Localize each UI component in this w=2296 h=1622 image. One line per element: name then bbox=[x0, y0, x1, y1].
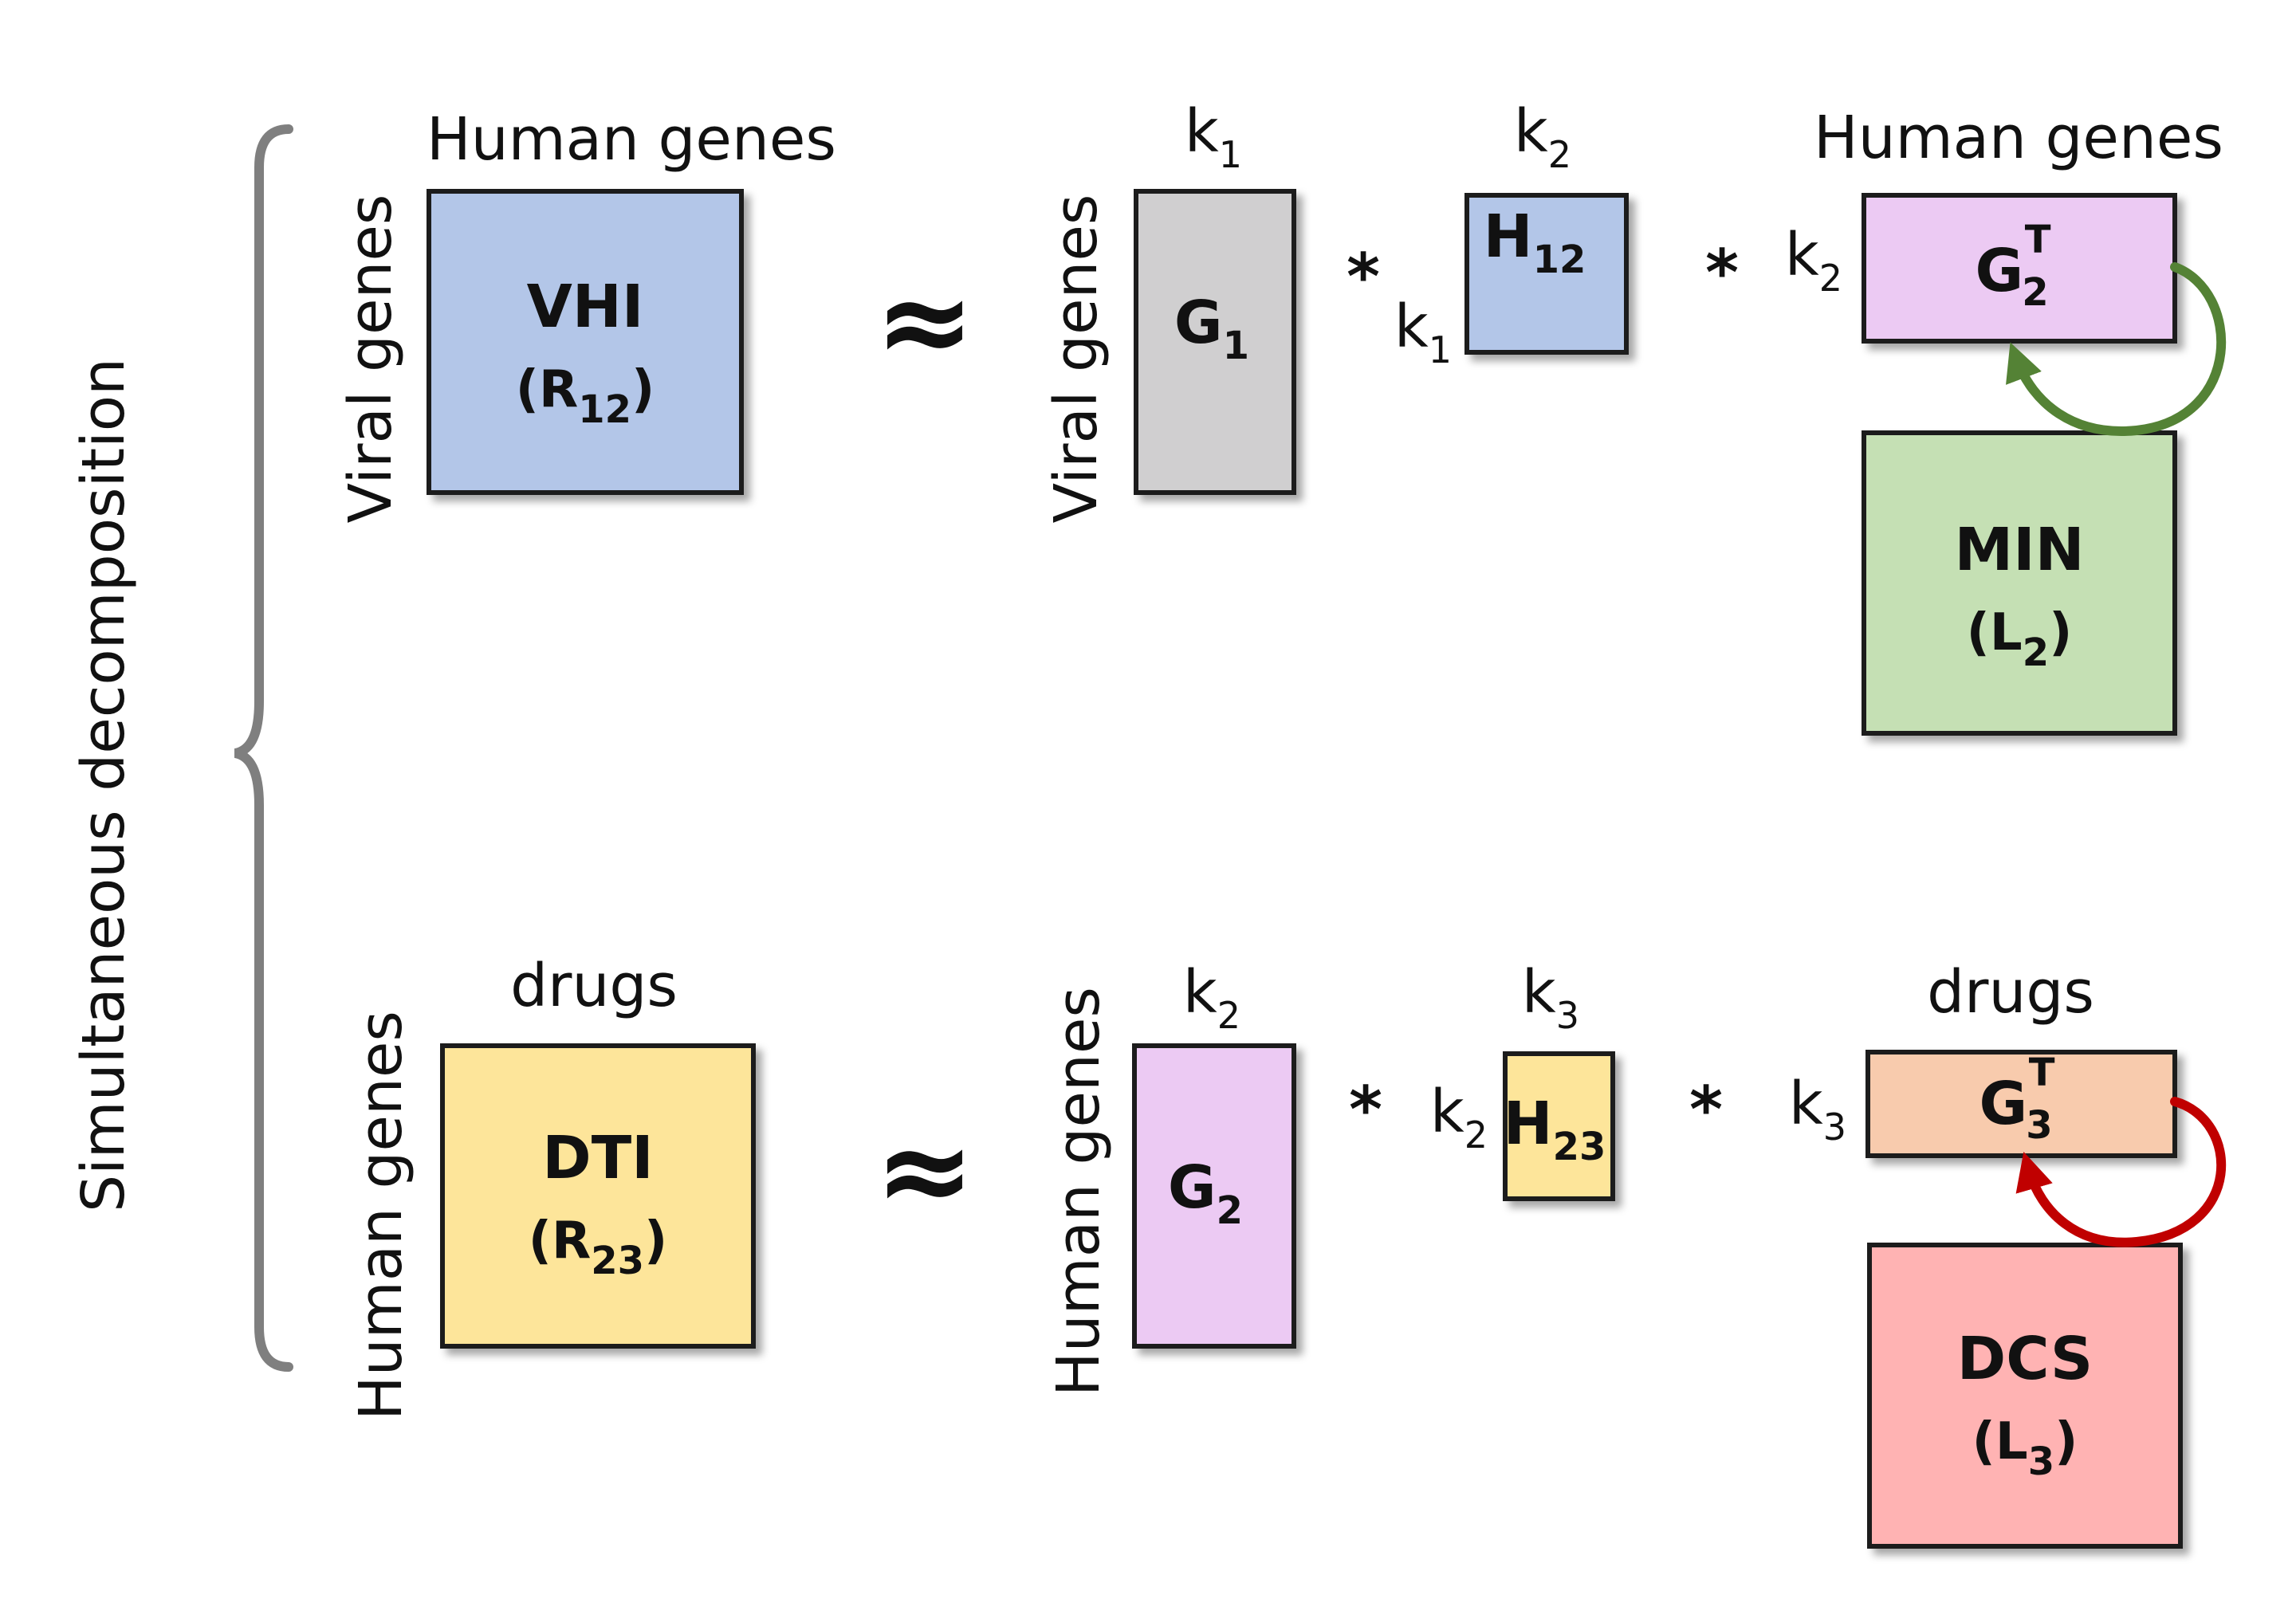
dti-matrix-name: DTI bbox=[542, 1124, 653, 1192]
h12-matrix bbox=[1464, 193, 1629, 355]
g1-row-label: Viral genes bbox=[1042, 194, 1111, 524]
h23-row-label: k2 bbox=[1430, 1078, 1488, 1157]
curly-brace bbox=[234, 124, 293, 1372]
min-regularization-arrow bbox=[2006, 262, 2227, 436]
h23-matrix bbox=[1503, 1051, 1615, 1201]
h12-row-label: k1 bbox=[1394, 293, 1452, 371]
vhi-matrix-name: VHI bbox=[527, 273, 644, 341]
simultaneous-decomposition-label: Simultaneous decomposition bbox=[69, 358, 138, 1212]
multiply-symbol-row1-a: * bbox=[1347, 240, 1380, 314]
h23-column-label: k3 bbox=[1522, 958, 1579, 1037]
approx-symbol-row2: ≈ bbox=[875, 1102, 975, 1240]
g1-column-label: k1 bbox=[1185, 97, 1242, 176]
vhi-matrix bbox=[427, 189, 744, 495]
g2-matrix bbox=[1132, 1043, 1296, 1349]
vhi-matrix-symbol: (R12) bbox=[516, 360, 655, 432]
g2t-matrix-name: G2T bbox=[1976, 218, 2051, 315]
h12-matrix-name: H12 bbox=[1484, 202, 1586, 282]
g2t-row-label: k2 bbox=[1785, 221, 1842, 300]
row-human-drug: drugs Human genes DTI (R23) ≈ Human gene… bbox=[347, 952, 2226, 1549]
multiply-symbol-row1-b: * bbox=[1705, 236, 1739, 310]
approx-symbol-row1: ≈ bbox=[875, 253, 975, 391]
dcs-network-symbol: (L3) bbox=[1972, 1412, 2078, 1484]
multiply-symbol-row2-a: * bbox=[1349, 1073, 1382, 1147]
dti-column-label: drugs bbox=[510, 952, 678, 1020]
g2t-column-label: Human genes bbox=[1814, 104, 2223, 172]
dcs-network-name: DCS bbox=[1957, 1325, 2093, 1393]
g3t-row-label: k3 bbox=[1789, 1070, 1846, 1149]
vhi-column-label: Human genes bbox=[427, 105, 836, 174]
vhi-row-label: Viral genes bbox=[336, 194, 405, 524]
dti-matrix-symbol: (R23) bbox=[529, 1212, 668, 1283]
g2-matrix-name: G2 bbox=[1168, 1153, 1243, 1233]
min-network-symbol: (L2) bbox=[1967, 603, 2073, 675]
g2-row-label: Human genes bbox=[1044, 987, 1113, 1396]
dti-row-label: Human genes bbox=[347, 1011, 415, 1420]
g1-matrix bbox=[1134, 189, 1296, 495]
h23-matrix-name: H23 bbox=[1504, 1090, 1606, 1169]
min-network-matrix bbox=[1862, 430, 2177, 736]
g2-column-label: k2 bbox=[1183, 958, 1240, 1037]
g3t-matrix-name: G3T bbox=[1980, 1051, 2055, 1148]
multiply-symbol-row2-b: * bbox=[1689, 1073, 1723, 1147]
dcs-network-matrix bbox=[1867, 1243, 2183, 1549]
g2t-matrix bbox=[1862, 193, 2177, 344]
g3t-column-label: drugs bbox=[1927, 958, 2094, 1027]
dcs-regularization-arrow bbox=[2015, 1097, 2226, 1247]
row-viral-human: Human genes Viral genes VHI (R12) ≈ Vira… bbox=[336, 97, 2227, 736]
h12-column-label: k2 bbox=[1514, 97, 1571, 176]
g1-matrix-name: G1 bbox=[1174, 289, 1249, 368]
min-network-name: MIN bbox=[1954, 516, 2084, 584]
dti-matrix bbox=[440, 1043, 756, 1349]
